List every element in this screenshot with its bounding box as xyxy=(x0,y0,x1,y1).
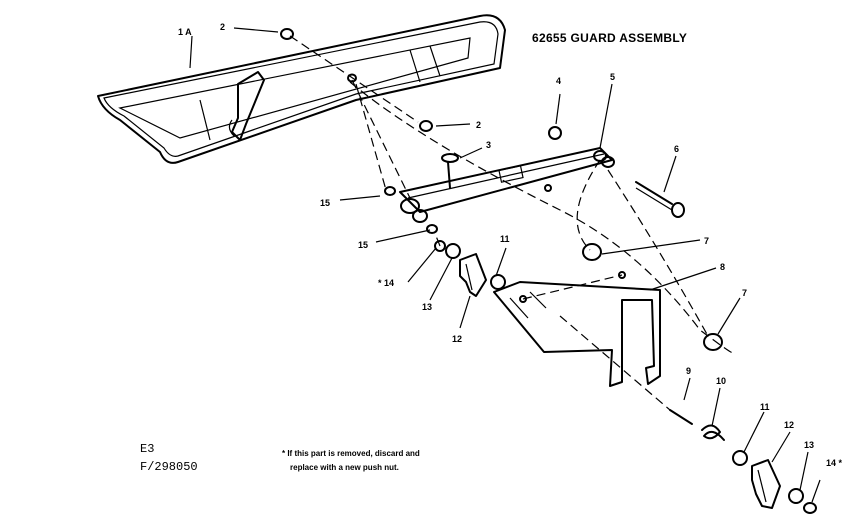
callout-14-left: * 14 xyxy=(378,278,394,288)
callout-8: 8 xyxy=(720,262,725,272)
assembly-lines xyxy=(289,35,733,411)
guard-hardware xyxy=(280,28,459,189)
leader-lines xyxy=(189,27,821,503)
callout-labels: 1 A 2 2 3 4 5 6 7 8 7 9 10 11 12 13 14 *… xyxy=(178,22,843,468)
callout-2-mid: 2 xyxy=(476,120,481,130)
callout-13-right: 13 xyxy=(804,440,814,450)
callout-6: 6 xyxy=(674,144,679,154)
callout-1a: 1 A xyxy=(178,27,192,37)
pawls xyxy=(459,253,781,509)
callout-14-right: 14 * xyxy=(826,458,843,468)
drawing-number: F/298050 xyxy=(140,460,198,474)
support-arm xyxy=(384,126,615,234)
bolt xyxy=(635,181,685,218)
callout-3: 3 xyxy=(486,140,491,150)
diagram-code: E3 xyxy=(140,442,154,456)
pawl-pin-and-spring xyxy=(669,409,725,441)
guard-shell xyxy=(97,14,506,164)
washers xyxy=(434,240,817,514)
callout-2-top: 2 xyxy=(220,22,225,32)
callout-7-lower: 7 xyxy=(742,288,747,298)
callout-9: 9 xyxy=(686,366,691,376)
footnote-line-1: * If this part is removed, discard and xyxy=(282,449,420,458)
callout-11-right: 11 xyxy=(760,402,770,412)
callout-7-upper: 7 xyxy=(704,236,709,246)
callout-15-lower: 15 xyxy=(358,240,368,250)
footnote-line-2: replace with a new push nut. xyxy=(290,463,399,472)
callout-15-upper: 15 xyxy=(320,198,330,208)
callout-11-left: 11 xyxy=(500,234,510,244)
assembly-title: 62655 GUARD ASSEMBLY xyxy=(532,31,687,45)
callout-12-left: 12 xyxy=(452,334,462,344)
callout-12-right: 12 xyxy=(784,420,794,430)
spacers xyxy=(582,243,723,351)
bracket xyxy=(493,271,661,387)
callout-10: 10 xyxy=(716,376,726,386)
callout-4: 4 xyxy=(556,76,561,86)
callout-13-left: 13 xyxy=(422,302,432,312)
callout-5: 5 xyxy=(610,72,615,82)
